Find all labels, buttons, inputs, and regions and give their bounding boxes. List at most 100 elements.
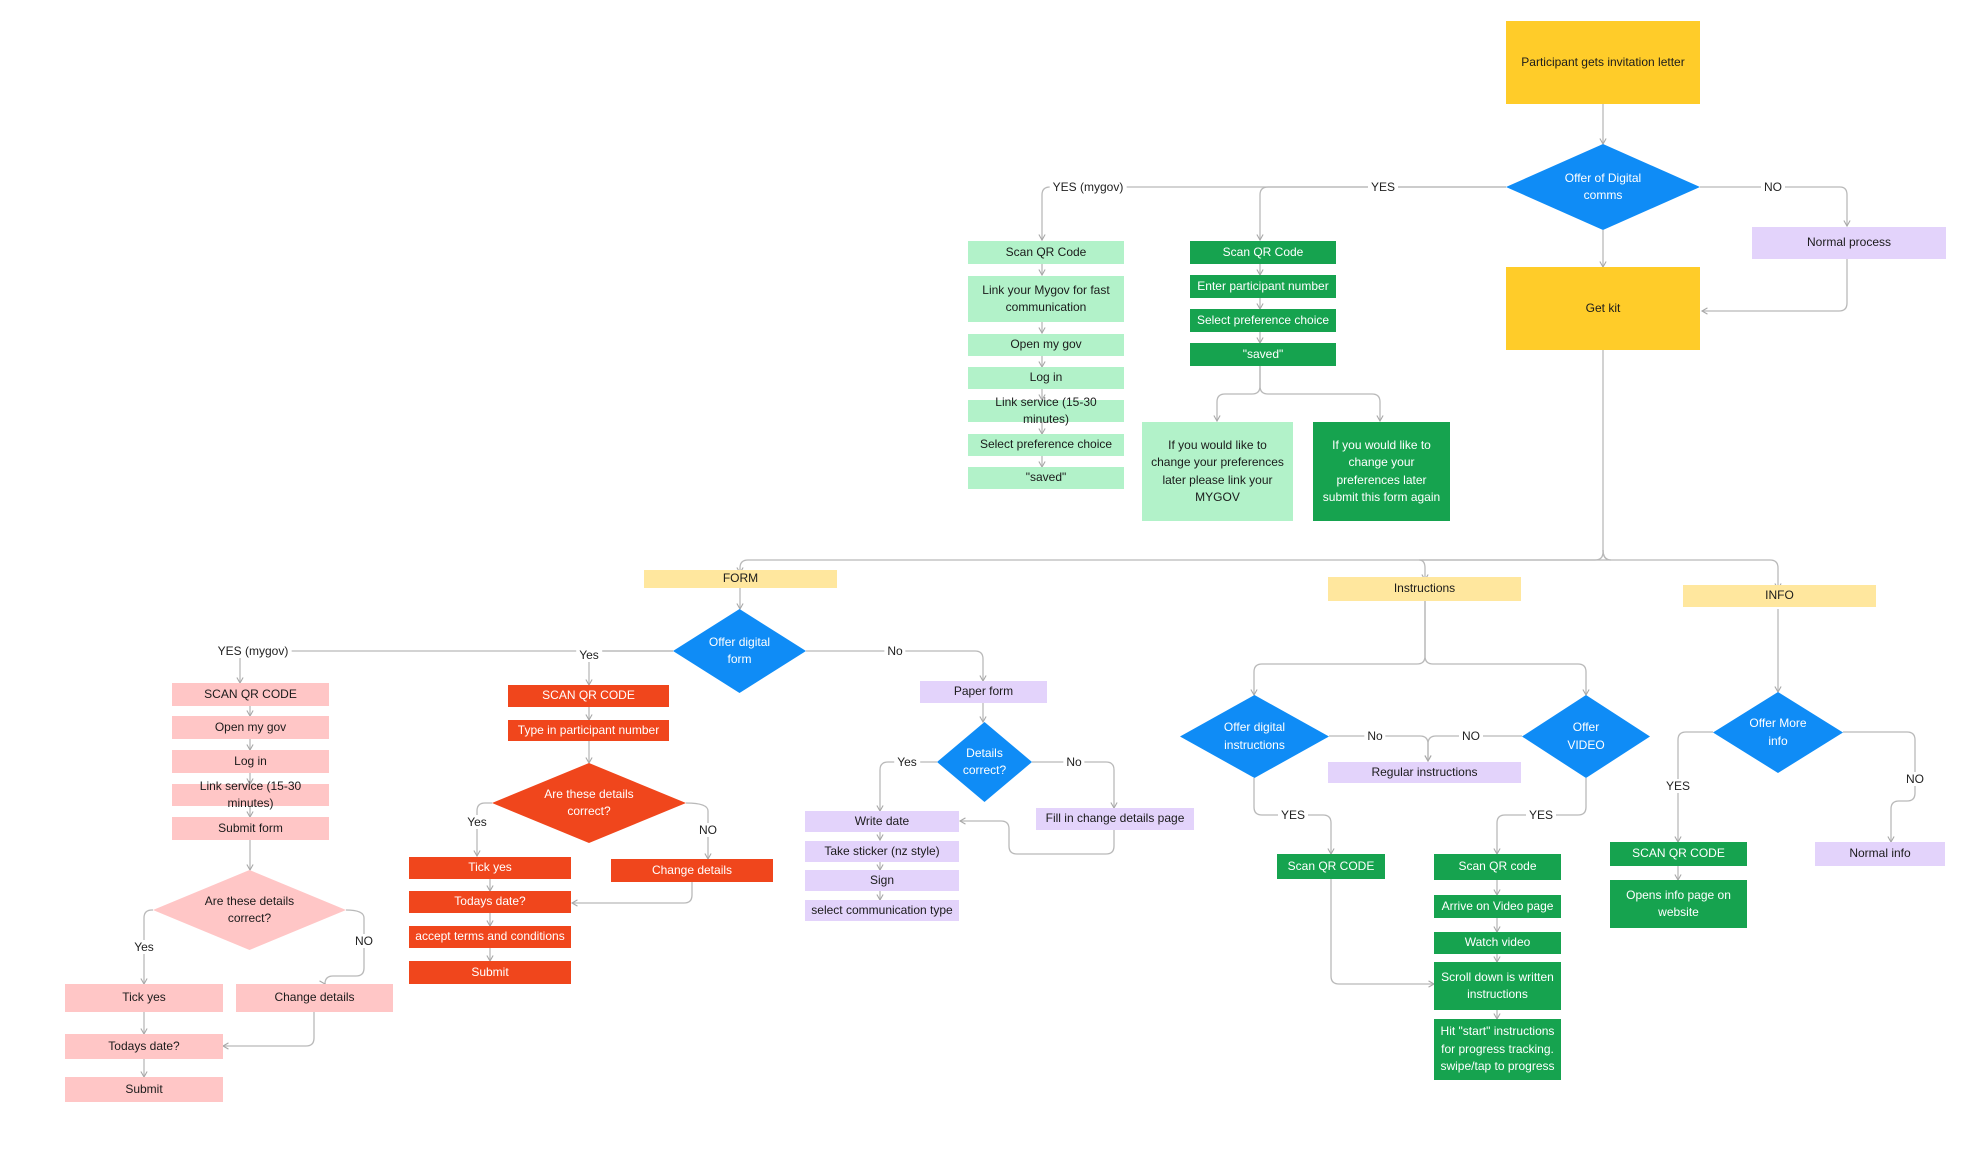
node-sign[interactable]: Sign [805, 870, 959, 891]
decision-offer-video[interactable] [1522, 695, 1650, 778]
node-f-yes-submit[interactable]: Submit [409, 961, 571, 984]
node-yes-scan-qr[interactable]: Scan QR Code [1190, 241, 1336, 264]
node-v-arrive-video[interactable]: Arrive on Video page [1434, 895, 1561, 918]
node-f-mygov-todays-date[interactable]: Todays date? [65, 1034, 223, 1059]
node-form-header[interactable]: FORM [644, 570, 837, 588]
node-label: Open my gov [1010, 337, 1082, 352]
node-mygov-link-service[interactable]: Link service (15-30 minutes) [968, 395, 1124, 426]
edge [1700, 186, 1851, 228]
decision-f-yes-details-correct[interactable] [492, 763, 686, 843]
edge [140, 909, 153, 986]
edge [1032, 761, 1118, 810]
node-label: Enter participant number [1197, 278, 1329, 293]
node-label: Hit "start" instructions for progress tr… [1440, 1024, 1555, 1074]
node-invitation[interactable]: Participant gets invitation letter [1506, 21, 1700, 104]
node-label: Arrive on Video page [1441, 898, 1554, 913]
node-label: Submit form [218, 820, 283, 835]
node-f-yes-todays-date[interactable]: Todays date? [409, 891, 571, 913]
node-label: Change details [274, 990, 355, 1005]
node-f-mygov-open[interactable]: Open my gov [172, 716, 329, 739]
node-take-sticker[interactable]: Take sticker (nz style) [805, 841, 959, 862]
edge [1843, 731, 1916, 844]
node-label: Paper form [953, 684, 1014, 699]
node-instructions-header[interactable]: Instructions [1328, 577, 1521, 601]
node-mygov-open[interactable]: Open my gov [968, 334, 1124, 356]
node-f-mygov-link-service[interactable]: Link service (15-30 minutes) [172, 779, 329, 810]
node-label: Submit [471, 964, 509, 979]
node-mygov-login[interactable]: Log in [968, 367, 1124, 389]
decision-offer-digital-instructions[interactable] [1180, 695, 1329, 778]
decision-label: Offer VIDEO [1567, 720, 1605, 752]
node-label: Instructions [1393, 581, 1456, 596]
node-f-yes-change-details[interactable]: Change details [611, 859, 773, 882]
node-fill-change-details[interactable]: Fill in change details page [1036, 808, 1194, 830]
node-f-mygov-submit[interactable]: Submit [65, 1077, 223, 1102]
node-label: "saved" [1242, 346, 1284, 361]
node-label: Log in [1029, 370, 1063, 385]
node-regular-instructions[interactable]: Regular instructions [1328, 762, 1521, 783]
decision-label: Details correct? [962, 745, 1007, 777]
node-yes-select-pref[interactable]: Select preference choice [1190, 309, 1336, 332]
node-label: accept terms and conditions [415, 929, 565, 944]
node-label: Submit [125, 1081, 163, 1096]
node-v-watch-video[interactable]: Watch video [1434, 932, 1561, 954]
node-label: Normal process [1806, 235, 1892, 250]
node-info-opens-page[interactable]: Opens info page on website [1610, 880, 1747, 928]
node-label: INFO [1765, 588, 1794, 603]
node-select-comm-type[interactable]: select communication type [805, 900, 959, 921]
node-v-hit-start[interactable]: Hit "start" instructions for progress tr… [1434, 1019, 1561, 1080]
node-yes-enter-participant[interactable]: Enter participant number [1190, 275, 1336, 298]
edge-label-no-mygov-details: NO [352, 934, 376, 948]
node-f-mygov-scan[interactable]: SCAN QR CODE [172, 683, 329, 706]
decision-label: Offer of Digital comms [1564, 170, 1642, 202]
node-label: Get kit [1585, 300, 1621, 315]
node-mygov-select-pref[interactable]: Select preference choice [968, 434, 1124, 456]
decision-details-correct[interactable] [937, 722, 1032, 802]
node-v-scan-qr[interactable]: Scan QR code [1434, 854, 1561, 880]
node-write-date[interactable]: Write date [805, 811, 959, 832]
node-mygov-saved[interactable]: "saved" [968, 467, 1124, 489]
node-mygov-scan-qr[interactable]: Scan QR Code [968, 241, 1124, 264]
node-paper-form[interactable]: Paper form [920, 681, 1047, 703]
node-f-yes-accept-terms[interactable]: accept terms and conditions [409, 926, 571, 948]
node-f-mygov-change-details[interactable]: Change details [236, 984, 393, 1012]
node-change-pref-form[interactable]: If you would like to change your prefere… [1313, 422, 1450, 521]
node-f-yes-scan[interactable]: SCAN QR CODE [508, 685, 669, 707]
node-normal-process[interactable]: Normal process [1752, 227, 1946, 259]
decision-offer-digital-form[interactable] [673, 609, 806, 693]
edge-label-no-form-details: NO [696, 823, 720, 837]
edge-label-no-instr: No [1364, 729, 1386, 743]
node-get-kit[interactable]: Get kit [1506, 267, 1700, 350]
node-label: If you would like to change your prefere… [1322, 437, 1441, 504]
node-info-scan-qr[interactable]: SCAN QR CODE [1610, 842, 1747, 866]
node-label: Take sticker (nz style) [824, 843, 940, 858]
decision-f-mygov-details-correct[interactable] [153, 870, 346, 950]
node-change-pref-mygov[interactable]: If you would like to change your prefere… [1142, 422, 1293, 521]
edge [685, 802, 712, 861]
decision-offer-digital-comms[interactable] [1506, 144, 1700, 230]
node-yes-saved[interactable]: "saved" [1190, 343, 1336, 366]
edge [958, 817, 1115, 855]
node-f-mygov-submit-form[interactable]: Submit form [172, 817, 329, 840]
edge-label-yes-mygov-details: Yes [131, 940, 157, 954]
edge-label-no-paper-details: No [1063, 755, 1085, 769]
node-i-scan-qr[interactable]: Scan QR CODE [1277, 854, 1385, 879]
edge [806, 650, 987, 683]
node-label: Select preference choice [979, 437, 1113, 452]
node-f-mygov-login[interactable]: Log in [172, 750, 329, 773]
node-mygov-link[interactable]: Link your Mygov for fast communication [968, 276, 1124, 322]
node-normal-info[interactable]: Normal info [1815, 842, 1945, 866]
node-label: Regular instructions [1371, 764, 1478, 779]
node-label: Scan QR CODE [1287, 858, 1375, 873]
node-f-yes-tick-yes[interactable]: Tick yes [409, 857, 571, 879]
decision-offer-more-info[interactable] [1713, 692, 1843, 773]
node-label: FORM [722, 571, 759, 586]
node-label: Scan QR Code [1222, 244, 1304, 259]
edge-label-yes-instr: YES [1277, 808, 1309, 822]
node-f-yes-type-participant[interactable]: Type in participant number [508, 720, 669, 741]
node-info-header[interactable]: INFO [1683, 585, 1876, 607]
node-f-mygov-tick-yes[interactable]: Tick yes [65, 984, 223, 1012]
node-v-scroll-down[interactable]: Scroll down is written instructions [1434, 962, 1561, 1010]
edge [570, 882, 693, 907]
